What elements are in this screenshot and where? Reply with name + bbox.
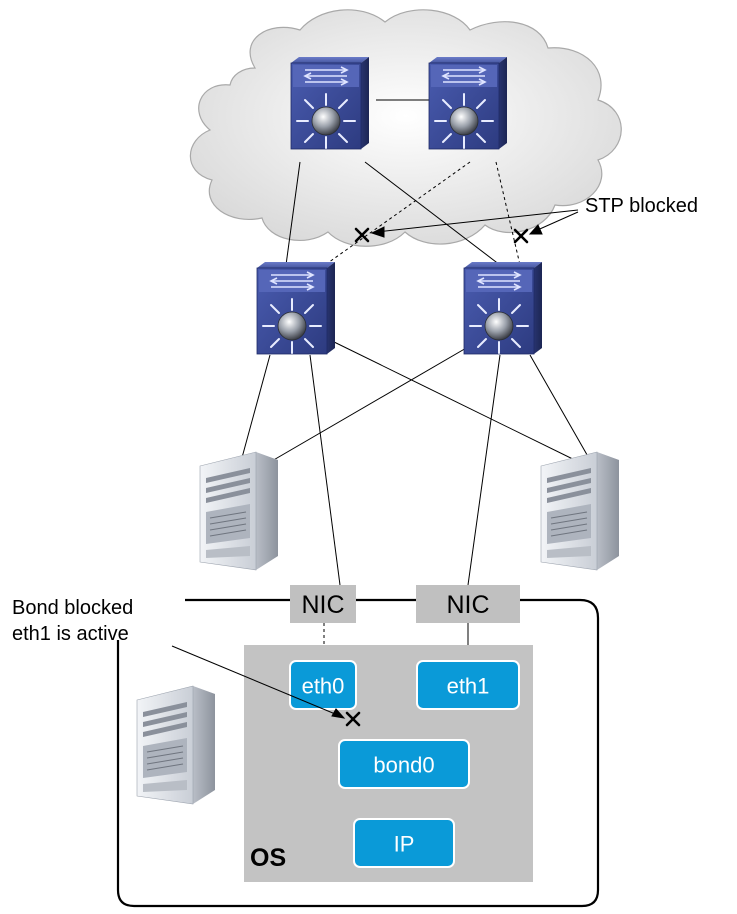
stp-blocked-label: STP blocked — [585, 195, 698, 217]
core-switch-right-icon — [428, 56, 508, 150]
nic-left: NIC — [290, 585, 356, 623]
nic-right: NIC — [416, 585, 520, 623]
distribution-switch-right-icon — [463, 261, 543, 355]
bond0-label: bond0 — [373, 753, 434, 778]
annotation-arrows — [171, 209, 579, 719]
eth1-box: eth1 — [416, 660, 520, 710]
server-left-icon — [199, 451, 279, 571]
host-boundary — [116, 598, 600, 908]
blocked-markers — [345, 227, 529, 727]
eth1-label: eth1 — [447, 674, 490, 699]
bond0-box: bond0 — [338, 739, 470, 789]
server-right-icon — [540, 451, 620, 571]
nic-right-label: NIC — [446, 591, 489, 619]
ip-box: IP — [353, 818, 455, 868]
ip-label: IP — [394, 832, 415, 857]
bond-blocked-label-line1: Bond blocked — [12, 597, 133, 619]
host-server-icon — [136, 685, 216, 805]
core-switch-left-icon — [290, 56, 370, 150]
nic-left-label: NIC — [301, 591, 344, 619]
stp-blocked-x-right-icon — [513, 228, 529, 244]
eth0-box: eth0 — [289, 660, 357, 710]
cloud-icon — [189, 9, 622, 247]
bond-blocked-x-icon — [345, 711, 361, 727]
stp-blocked-x-left-icon — [354, 227, 370, 243]
eth0-label: eth0 — [302, 674, 345, 699]
distribution-switch-left-icon — [256, 261, 336, 355]
bond-blocked-label-line2: eth1 is active — [12, 623, 129, 645]
os-label: OS — [250, 844, 286, 872]
